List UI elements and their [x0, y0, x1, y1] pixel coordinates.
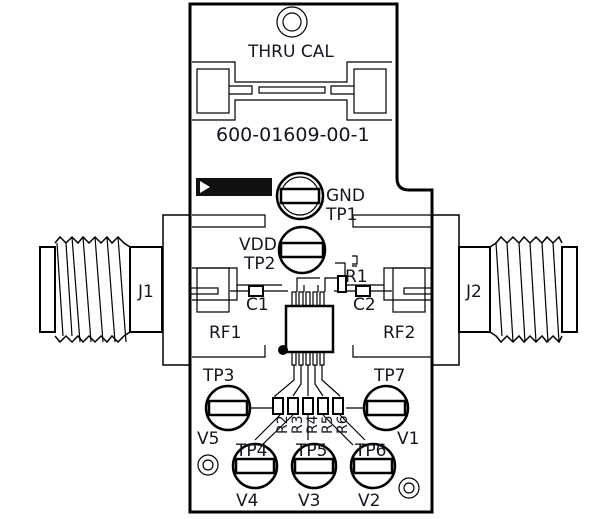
thru-cal-label: THRU CAL [247, 42, 334, 62]
test-point-tp3[interactable]: TP3 V5 [197, 366, 252, 449]
capacitor-c2: C2 [353, 285, 376, 315]
c1-label: C1 [246, 295, 269, 315]
j1-label: J1 [137, 282, 154, 302]
gnd-label: GND [326, 186, 365, 206]
vdd-label: VDD [239, 235, 277, 255]
r2-label: R2 [275, 415, 291, 434]
tp3-label: TP3 [202, 366, 234, 386]
capacitor-c1: C1 [246, 285, 269, 315]
ic-chip [278, 262, 346, 366]
sma-connector-j2: J2 [431, 214, 578, 366]
test-point-tp6[interactable]: TP6 V2 [349, 441, 397, 511]
r1-label: R1 [345, 267, 368, 287]
tp1-label: TP1 [325, 205, 357, 225]
v4-label: V4 [236, 491, 258, 511]
r6-label: R6 [335, 415, 351, 434]
tp4-label: TP4 [235, 441, 267, 461]
r5-label: R5 [320, 415, 336, 434]
v2-label: V2 [358, 491, 380, 511]
tp2-label: TP2 [243, 254, 275, 274]
v5-label: V5 [197, 429, 219, 449]
test-point-tp5[interactable]: TP5 V3 [290, 441, 338, 511]
j2-label: J2 [465, 282, 482, 302]
tp6-label: TP6 [354, 441, 386, 461]
test-point-tp2[interactable]: VDD TP2 [239, 225, 327, 275]
tp5-label: TP5 [295, 441, 327, 461]
rf1-label: RF1 [209, 323, 241, 343]
test-point-tp1[interactable]: GND TP1 [275, 171, 365, 225]
control-traces [250, 365, 366, 446]
resistor-r1: R1 [337, 255, 368, 293]
test-point-tp7[interactable]: TP7 V1 [362, 366, 419, 449]
v1-label: V1 [397, 429, 419, 449]
sma-connector-j1: J1 [39, 214, 191, 366]
r3-label: R3 [290, 415, 306, 434]
r4-label: R4 [305, 415, 321, 434]
analog-devices-logo [196, 178, 272, 196]
rf2-label: RF2 [383, 323, 415, 343]
c2-label: C2 [353, 295, 376, 315]
resistor-array: R2 R3 R4 R5 R6 [272, 397, 351, 434]
part-number-label: 600-01609-00-1 [216, 124, 370, 146]
test-point-tp4[interactable]: TP4 V4 [231, 441, 279, 511]
tp7-label: TP7 [373, 366, 405, 386]
v3-label: V3 [298, 491, 320, 511]
thru-cal-section: THRU CAL 600-01609-00-1 [192, 6, 392, 146]
mounting-hole [197, 454, 420, 499]
